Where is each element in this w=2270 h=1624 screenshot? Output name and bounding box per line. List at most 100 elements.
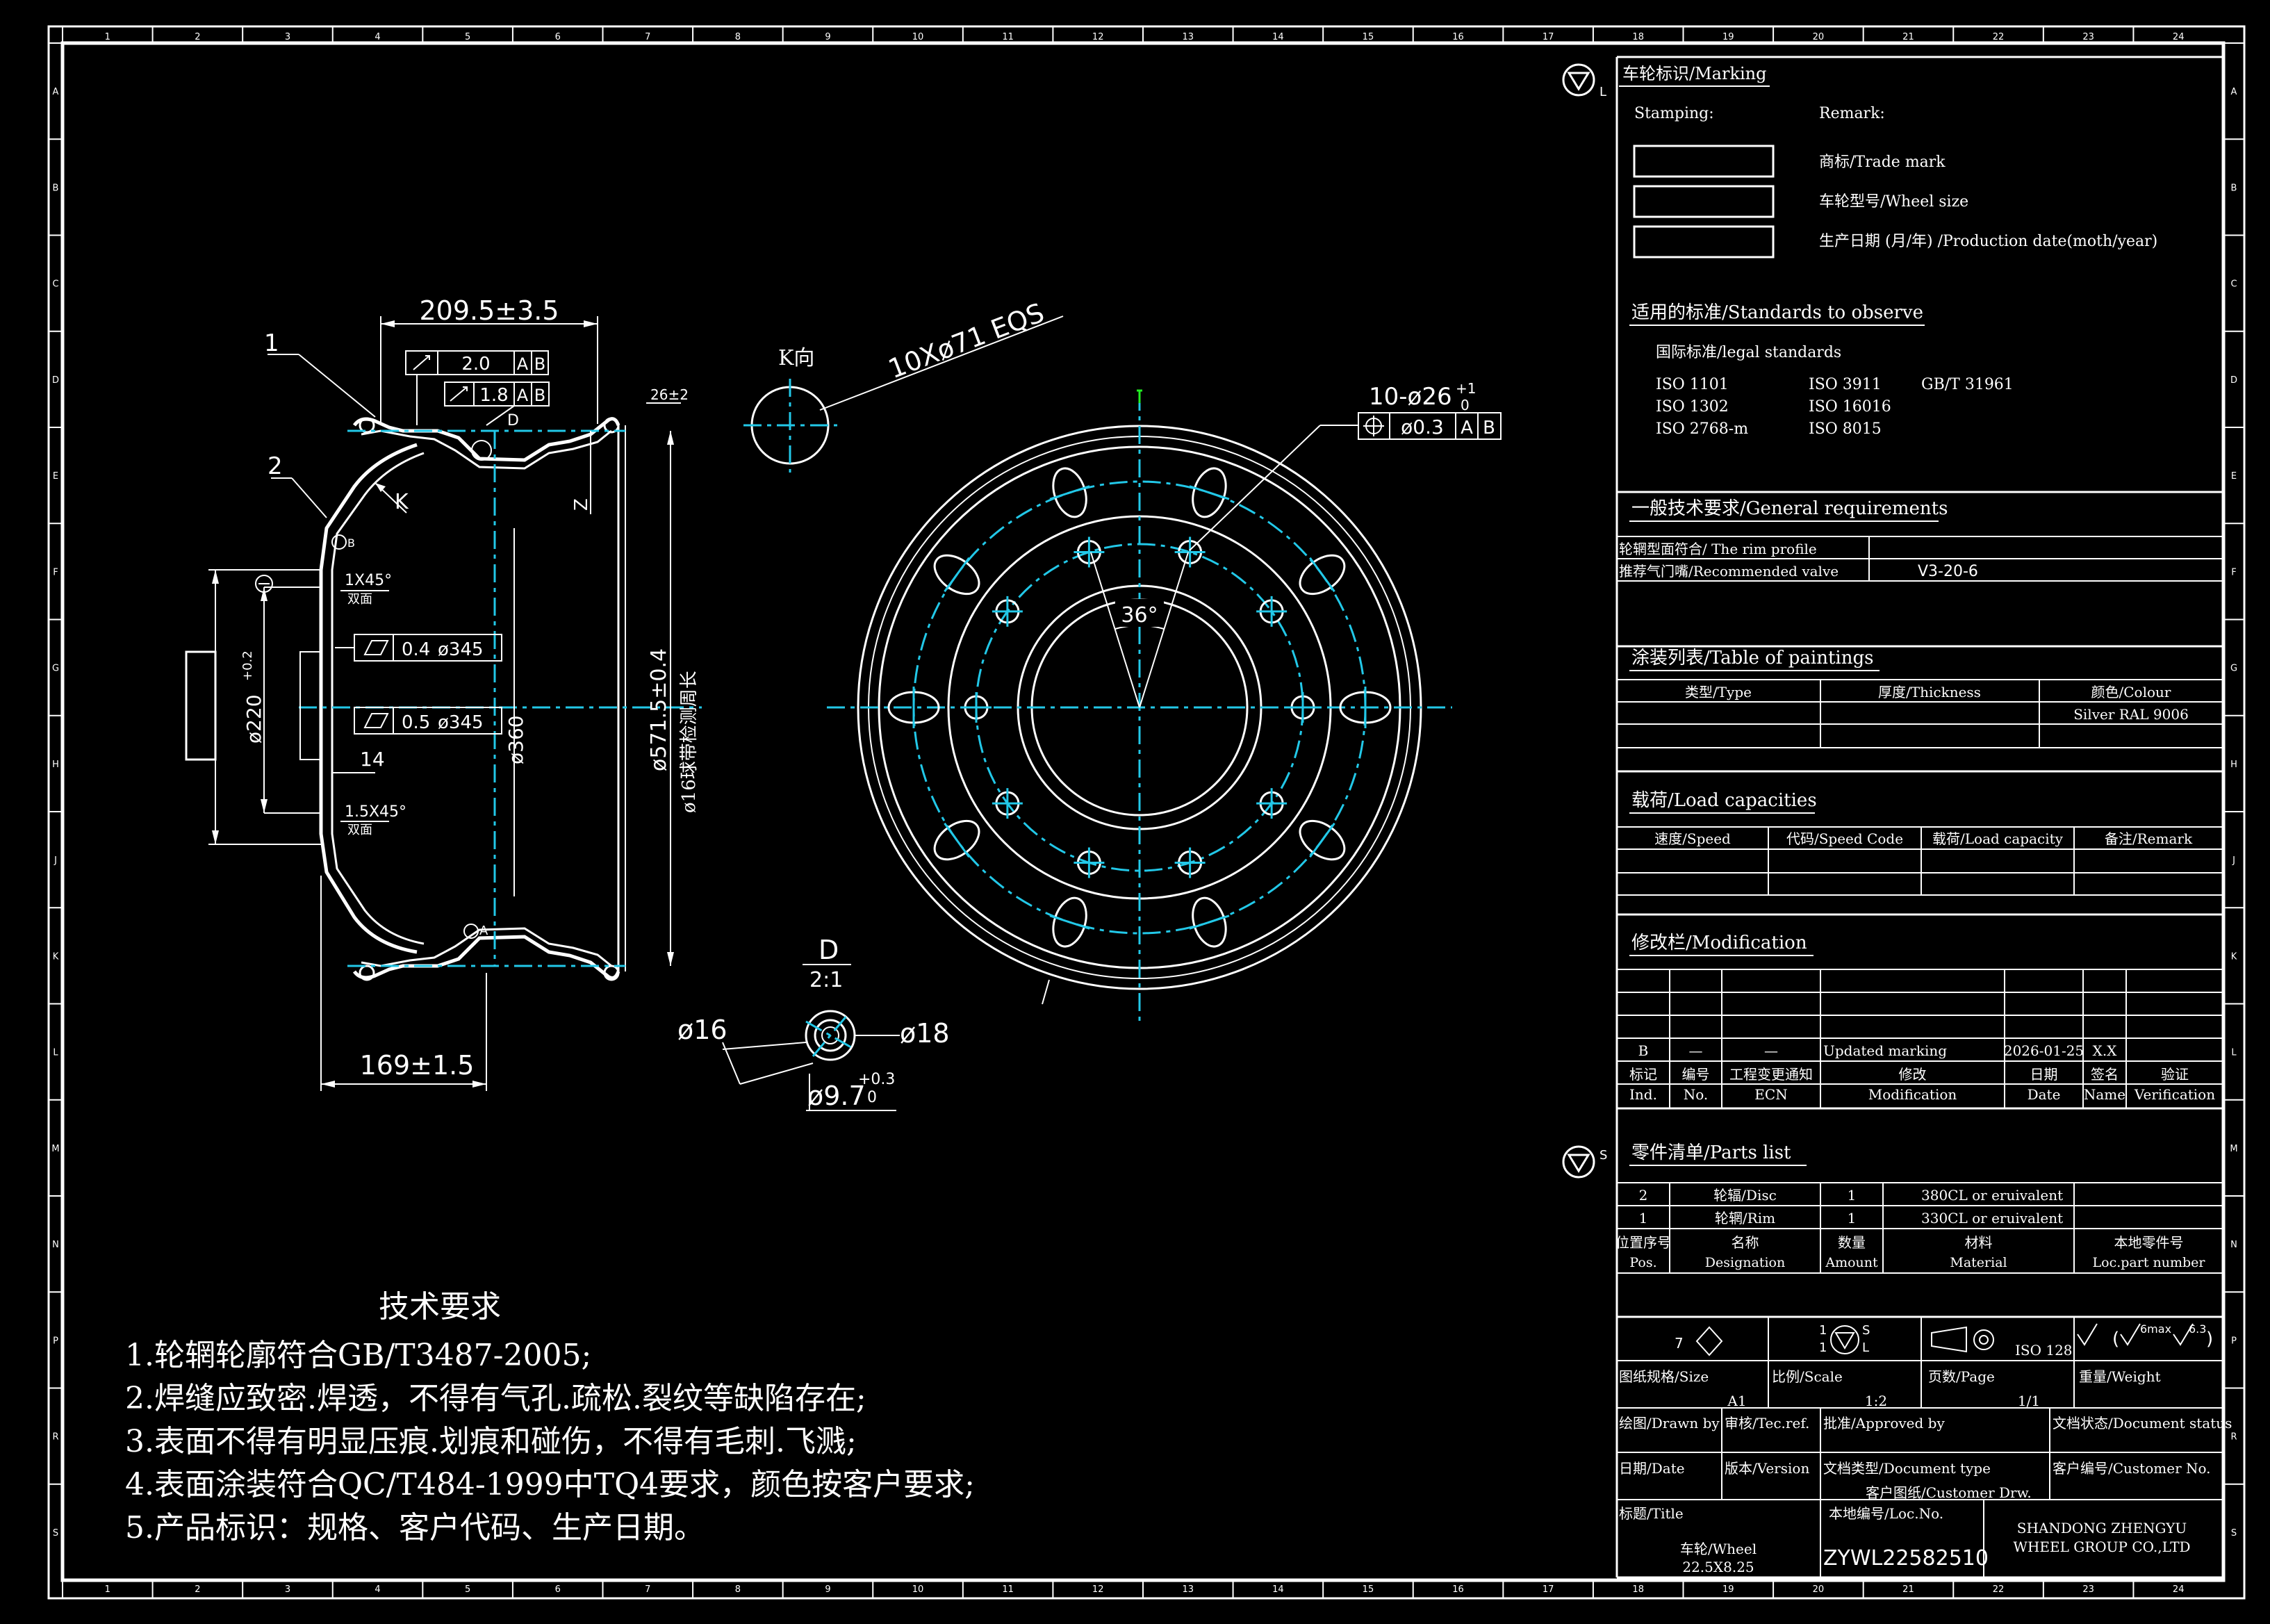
mod-header: 签名 xyxy=(2091,1066,2119,1083)
std-c3-1: GB/T 31961 xyxy=(1921,376,2014,393)
row-label-right: J xyxy=(2232,855,2235,866)
note-5: 5.产品标识：规格、客户代码、生产日期。 xyxy=(125,1510,705,1545)
roughness-2: 6.3 xyxy=(2189,1322,2206,1336)
border-labels: 1122334455667788991010111112121313141415… xyxy=(51,32,2237,1595)
col-label-bottom: 12 xyxy=(1092,1584,1104,1595)
std-c2-2: ISO 16016 xyxy=(1809,398,1891,416)
parts-header: 数量 xyxy=(1838,1234,1866,1251)
col-label-top: 24 xyxy=(2173,32,2185,42)
std-c1-1: ISO 1101 xyxy=(1656,376,1729,393)
runout-1-datum-a: A xyxy=(517,354,529,374)
row-label-left: E xyxy=(53,471,58,482)
col-label-bottom: 4 xyxy=(375,1584,380,1595)
col-label-bottom: 21 xyxy=(1902,1584,1914,1595)
detail-label: D xyxy=(819,935,839,965)
row-label-right: M xyxy=(2230,1144,2237,1154)
remark-label: Remark: xyxy=(1819,105,1885,122)
col-label-top: 19 xyxy=(1722,32,1734,42)
general-row-1: 轮辋型面符合/ The rim profile xyxy=(1619,541,1817,557)
label-d: D xyxy=(507,412,519,429)
general-value-2: V3-20-6 xyxy=(1918,563,1978,580)
parts-cell: 2 xyxy=(1639,1187,1648,1204)
paint-colour: Silver RAL 9006 xyxy=(2073,706,2189,723)
marking-item-1: 商标/Trade mark xyxy=(1819,154,1946,171)
row-label-right: B xyxy=(2231,183,2237,193)
general-row-2: 推荐气门嘴/Recommended valve xyxy=(1619,563,1839,580)
title-block: 7 1 1 S L ISO 128 ( 6max 6.3 ) 图纸规格/Size… xyxy=(1617,1315,2232,1579)
modification-title: 修改栏/Modification xyxy=(1631,933,1807,953)
detail-d16: ø16 xyxy=(677,1015,727,1045)
company-1: SHANDONG ZHENGYU xyxy=(2017,1520,2187,1536)
iso128: ISO 128 xyxy=(2015,1342,2073,1359)
col-label-bottom: 20 xyxy=(1813,1584,1825,1595)
row-label-right: R xyxy=(2230,1432,2237,1443)
row-label-left: S xyxy=(53,1528,58,1539)
col-label-top: 22 xyxy=(1993,32,2005,42)
drawn-label: 绘图/Drawn by xyxy=(1619,1415,1720,1432)
bolt-tol: +1 xyxy=(1456,380,1476,397)
mod-header: 编号 xyxy=(1682,1066,1710,1083)
row-label-left: C xyxy=(52,279,58,290)
row-label-left: M xyxy=(51,1144,59,1154)
col-label-top: 3 xyxy=(285,32,290,42)
label-k: K xyxy=(395,490,409,514)
col-label-top: 15 xyxy=(1363,32,1374,42)
chamfer-1: 1X45° xyxy=(345,572,392,589)
col-label-top: 2 xyxy=(195,32,200,42)
parts-header: 位置序号 xyxy=(1615,1234,1671,1251)
loc-label: 本地编号/Loc.No. xyxy=(1829,1505,1943,1522)
parts-header-en: Loc.part number xyxy=(2093,1255,2206,1270)
scale-label: 比例/Scale xyxy=(1772,1368,1843,1385)
k-view: K向 10Xø71 EQS xyxy=(743,297,1064,473)
parts-header-en: Pos. xyxy=(1629,1255,1656,1270)
mod-header: 工程变更通知 xyxy=(1729,1066,1813,1083)
paintings-title: 涂装列表/Table of paintings xyxy=(1631,648,1873,669)
mod-cell: Updated marking xyxy=(1823,1042,1947,1059)
doc-type-value: 客户图纸/Customer Drw. xyxy=(1866,1484,2032,1501)
mark-b: B xyxy=(347,536,355,550)
front-view: 36° 10-ø26 +1 0 ø0.3 A B xyxy=(827,380,1502,1022)
roughness-paren-close: ) xyxy=(2206,1329,2213,1350)
col-label-top: 13 xyxy=(1183,32,1194,42)
std-c2-1: ISO 3911 xyxy=(1809,376,1882,393)
company-2: WHEEL GROUP CO.,LTD xyxy=(2013,1539,2190,1555)
note-1: 1.轮辋轮廓符合GB/T3487-2005; xyxy=(125,1338,591,1373)
row-label-left: D xyxy=(52,375,59,386)
col-label-top: 12 xyxy=(1092,32,1104,42)
scale-value: 1:2 xyxy=(1865,1393,1887,1409)
col-label-bottom: 11 xyxy=(1002,1584,1014,1595)
roughness-icon xyxy=(2077,1323,2098,1346)
flatness-1: 0.4 xyxy=(402,639,430,660)
dim-220: ø220 xyxy=(242,694,265,744)
detail-d: D 2:1 ø16 ø18 ø9.7 +0.3 0 xyxy=(677,935,950,1111)
sym-s-tb: S xyxy=(1862,1323,1870,1338)
parts-header: 本地零件号 xyxy=(2114,1234,2184,1251)
col-label-bottom: 10 xyxy=(912,1584,924,1595)
col-label-top: 23 xyxy=(2082,32,2094,42)
mod-cell: 2026-01-25 xyxy=(2004,1042,2084,1059)
mod-header-en: Ind. xyxy=(1629,1086,1657,1103)
roughness-paren-open: ( xyxy=(2112,1329,2119,1350)
dim-16-ball: ø16球带检测周长 xyxy=(679,671,700,813)
col-label-bottom: 16 xyxy=(1452,1584,1464,1595)
marking-title: 车轮标识/Marking xyxy=(1622,64,1766,83)
dim-26: 26±2 xyxy=(650,386,689,403)
col-label-bottom: 1 xyxy=(105,1584,110,1595)
bolt-holes xyxy=(961,536,1318,878)
customer-label: 客户编号/Customer No. xyxy=(2053,1460,2211,1477)
title-label: 标题/Title xyxy=(1619,1505,1684,1522)
stamping-label: Stamping: xyxy=(1634,105,1714,122)
parts-cell: 轮辋/Rim xyxy=(1715,1210,1775,1227)
mod-header-en: Modification xyxy=(1868,1086,1957,1103)
mark-a: A xyxy=(479,924,488,938)
title-value-2: 22.5X8.25 xyxy=(1682,1559,1754,1575)
title-value-1: 车轮/Wheel xyxy=(1680,1541,1757,1557)
row-label-right: F xyxy=(2231,567,2236,577)
row-label-right: S xyxy=(2231,1528,2237,1539)
row-label-left: N xyxy=(52,1240,59,1250)
roughness-max: 6max xyxy=(2140,1322,2171,1336)
runout-2-datum-a: A xyxy=(517,386,529,405)
runout-2-datum-b: B xyxy=(534,386,545,405)
leader-2: 2 xyxy=(268,452,283,480)
